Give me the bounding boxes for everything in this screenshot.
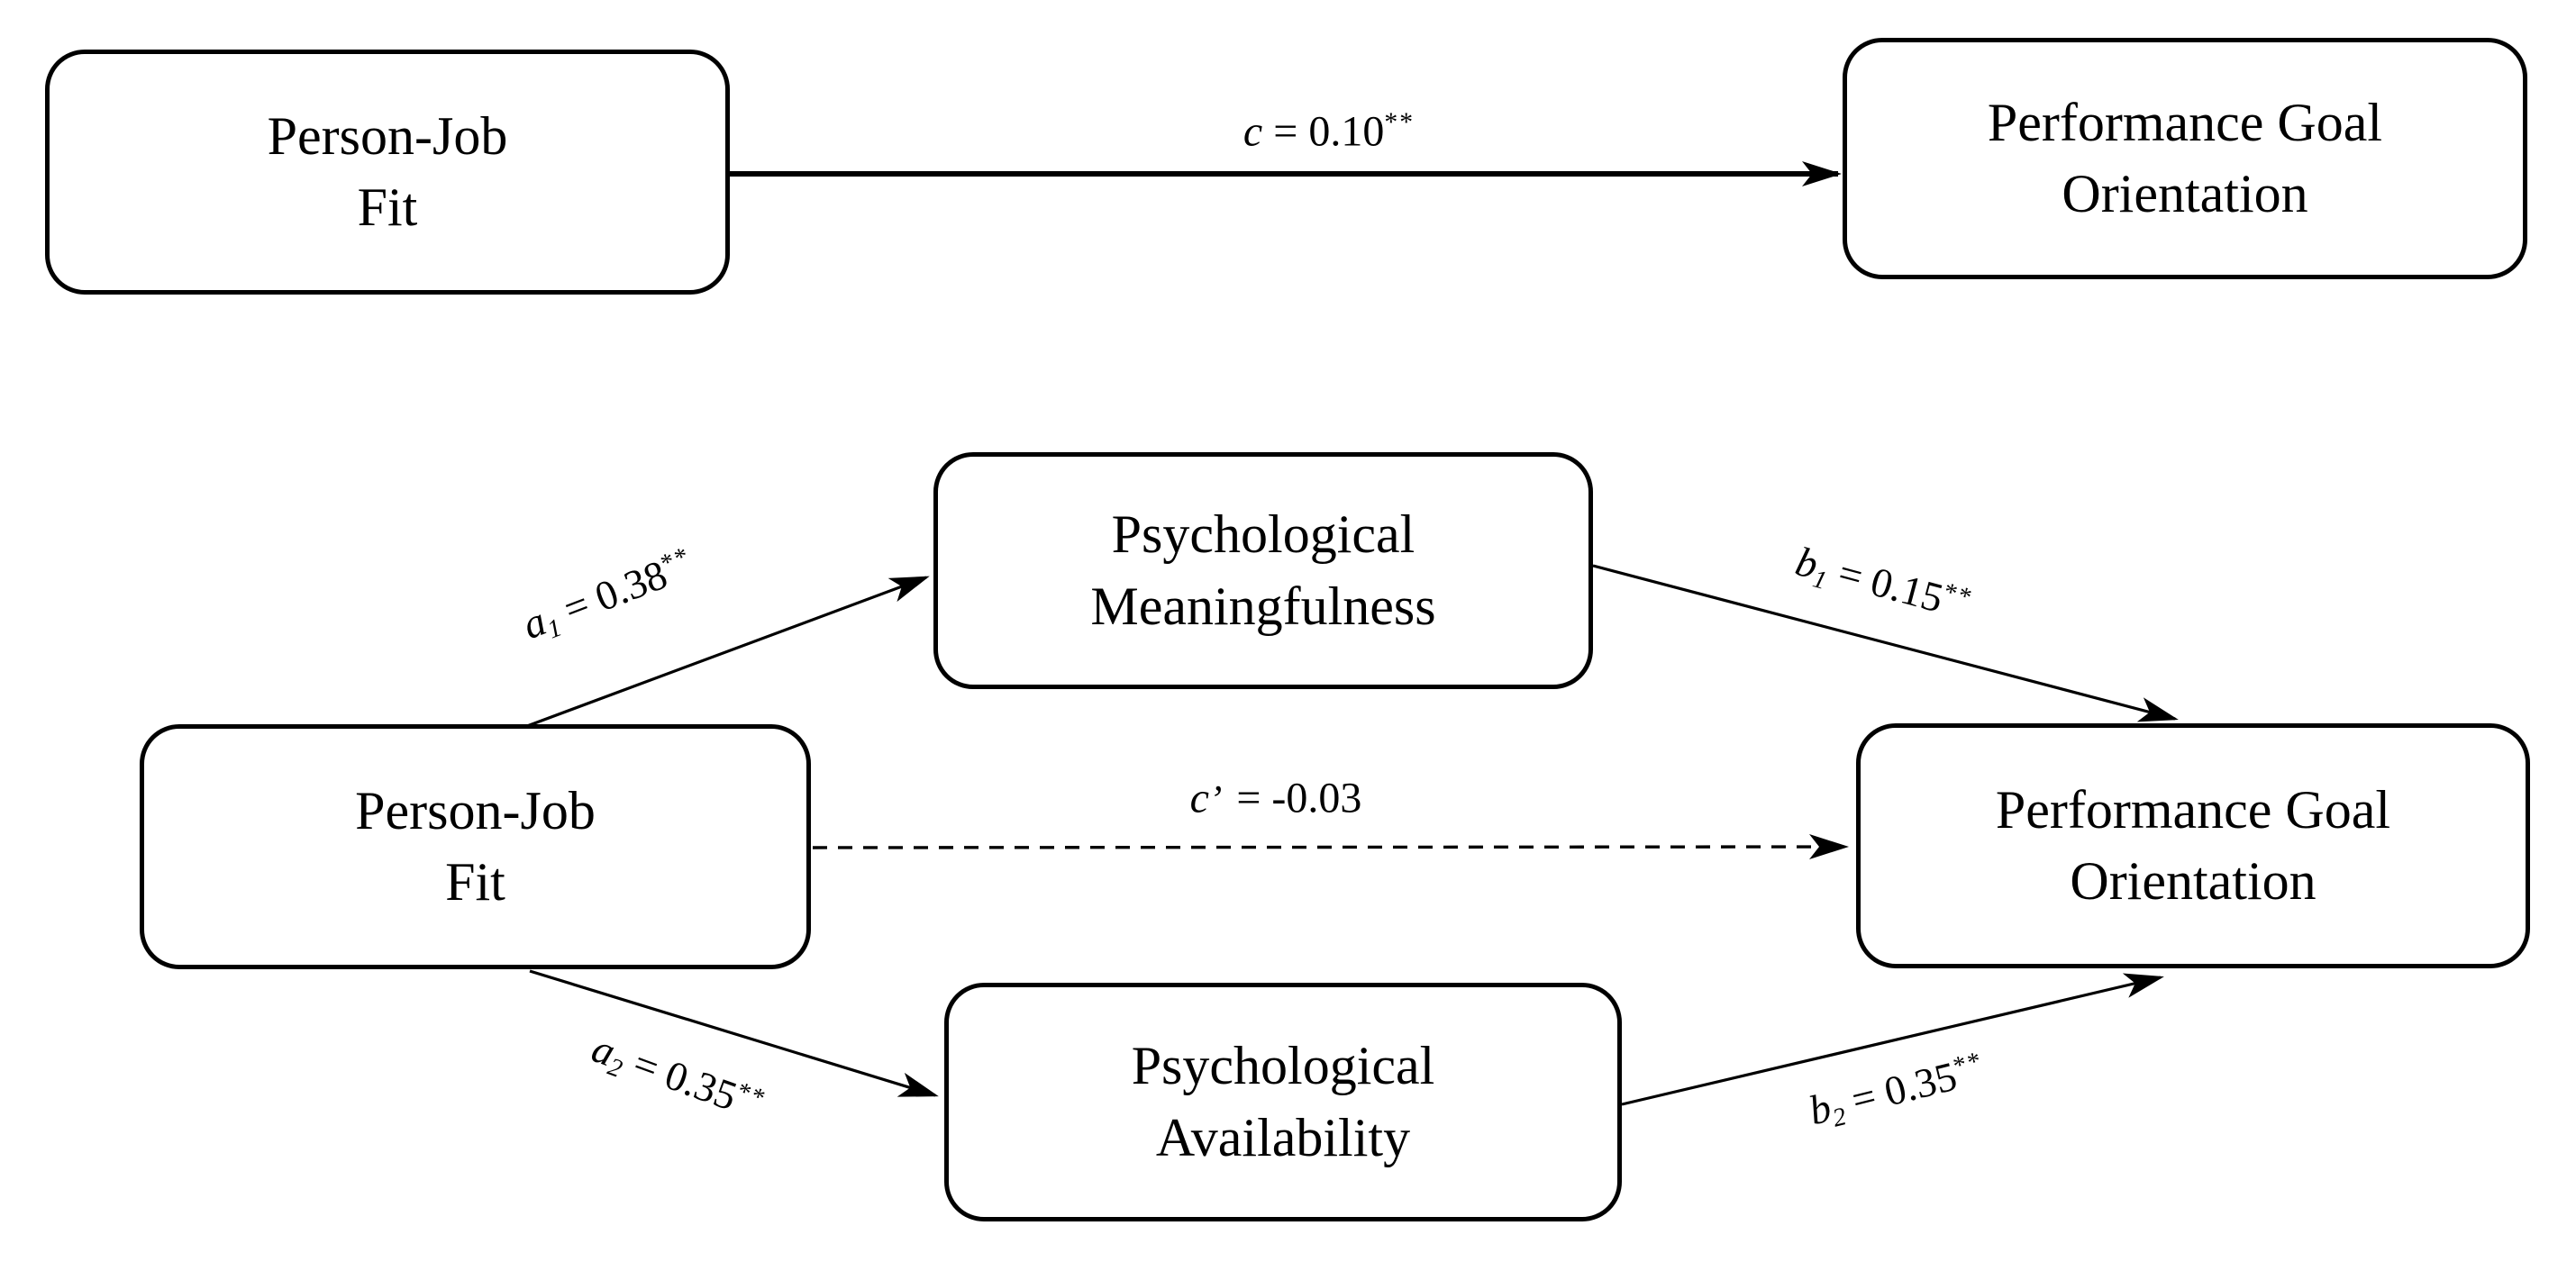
box-person-job-fit-label: Person-Job Fit bbox=[355, 776, 596, 918]
label-line: Meaningfulness bbox=[1090, 576, 1436, 636]
path-a2-arrow bbox=[529, 969, 939, 1097]
coef-c: c = 0.10** bbox=[1243, 107, 1415, 157]
box-psychological-meaningfulness-label: Psychological Meaningfulness bbox=[1090, 499, 1435, 641]
coef-letter: c bbox=[1242, 107, 1263, 156]
box-psychological-availability: Psychological Availability bbox=[944, 983, 1622, 1221]
coef-significance: ** bbox=[1950, 1047, 1986, 1081]
path-b1-arrow bbox=[1592, 564, 2179, 722]
label-line: Orientation bbox=[2062, 164, 2308, 223]
box-psychological-availability-label: Psychological Availability bbox=[1132, 1030, 1435, 1173]
path-b2-arrow bbox=[1621, 973, 2164, 1106]
box-top-person-job-fit-label: Person-Job Fit bbox=[268, 101, 508, 243]
label-line: Person-Job bbox=[355, 780, 596, 840]
box-top-person-job-fit: Person-Job Fit bbox=[45, 50, 730, 295]
coef-c-prime: c’ = -0.03 bbox=[1190, 774, 1362, 823]
coef-letter: c bbox=[1189, 774, 1209, 822]
label-line: Performance Goal bbox=[1987, 92, 2383, 152]
label-line: Availability bbox=[1155, 1107, 1411, 1167]
box-top-performance-goal-orientation-label: Performance Goal Orientation bbox=[1988, 87, 2382, 230]
box-top-performance-goal-orientation: Performance Goal Orientation bbox=[1843, 38, 2527, 279]
label-line: Fit bbox=[357, 177, 418, 237]
box-performance-goal-orientation: Performance Goal Orientation bbox=[1856, 723, 2530, 968]
box-psychological-meaningfulness: Psychological Meaningfulness bbox=[933, 452, 1593, 689]
label-line: Orientation bbox=[2070, 851, 2317, 911]
label-line: Performance Goal bbox=[1995, 779, 2391, 840]
path-c-prime-dashed-arrow bbox=[812, 834, 1849, 860]
box-performance-goal-orientation-label: Performance Goal Orientation bbox=[1996, 775, 2390, 917]
box-person-job-fit: Person-Job Fit bbox=[140, 724, 811, 969]
label-line: Psychological bbox=[1131, 1036, 1435, 1096]
coef-value: = -0.03 bbox=[1225, 774, 1362, 822]
label-line: Fit bbox=[445, 852, 505, 912]
coef-significance: ** bbox=[1384, 107, 1415, 138]
label-line: Person-Job bbox=[267, 105, 508, 166]
coef-value: = 0.10 bbox=[1262, 107, 1385, 156]
coef-prime-mark: ’ bbox=[1208, 778, 1226, 822]
path-a1-arrow bbox=[526, 576, 930, 728]
label-line: Psychological bbox=[1111, 504, 1415, 565]
